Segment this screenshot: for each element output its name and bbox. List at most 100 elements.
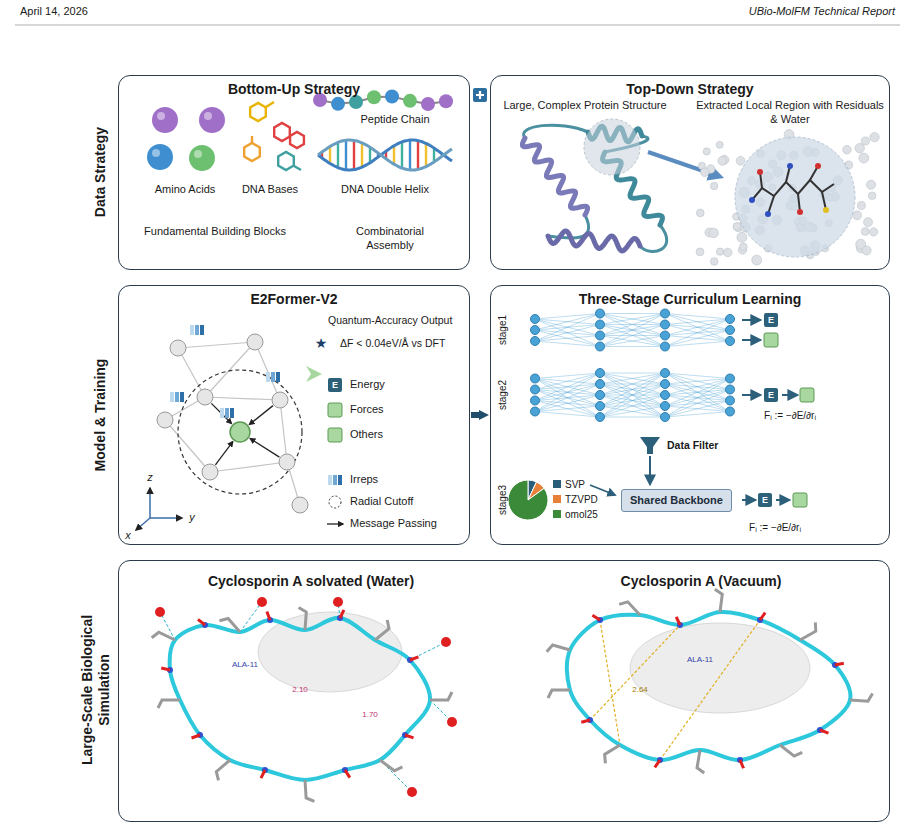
network-neuron [596,331,605,340]
carbonyl-bond [192,735,200,738]
amino-acid-sphere [199,107,225,133]
amino-acid-sphere [152,107,178,133]
helix-rung [417,141,419,170]
network-neuron [726,374,735,383]
network-neuron [596,380,605,389]
irreps-bar [175,392,179,402]
text-label: UBio-MolFM Technical Report [749,5,895,18]
network-neuron [596,413,605,422]
text-label: E [764,390,778,401]
box-label: Shared Backbone [630,494,723,507]
graph-edge [165,420,210,472]
water-molecule [857,201,865,209]
legend-text: omol25 [565,509,598,520]
text-label: Fundamental Building Blocks [140,225,290,238]
water-molecule [861,228,869,236]
panel-title: Three-Stage Curriculum Learning [491,291,889,308]
text-label: Radial Cutoff [350,495,413,508]
water-oxygen [155,607,165,617]
text-label: z [144,471,156,484]
atom [757,169,763,175]
text-label: stage2 [497,370,509,420]
legend-entry: TZVPD [553,494,598,506]
axis-x [136,518,150,530]
water-molecule [716,141,723,148]
sphere-highlight [157,112,165,120]
star-symbol: ★ [315,335,328,351]
sphere-highlight [204,112,212,120]
text-label: Others [350,428,383,441]
network-link [600,373,665,395]
forces-icon [764,333,778,347]
text-label: Amino Acids [140,183,230,196]
text-label: Combinatorial Assembly [335,225,445,251]
water-molecule [853,211,862,220]
atom [823,207,829,213]
graph-node [279,454,295,470]
text-label: 2.64 [625,685,655,695]
network-link [665,319,730,347]
side-chain [697,750,704,773]
carbonyl-bond [676,617,680,625]
network-link [600,417,665,418]
text-label: stage1 [497,305,509,355]
network-neuron [726,407,735,416]
filter-arrow [649,456,651,484]
network-link [600,373,665,384]
network-link [600,373,665,406]
irreps-bar [195,325,199,335]
output-arrow [782,394,797,396]
network-link [600,314,665,347]
panel: Three-Stage Curriculum LearningShared Ba… [490,285,890,545]
water-molecule [718,156,727,165]
legend-swatch [553,495,561,503]
legend-entry: omol25 [553,509,598,521]
peptide-backbone [170,618,430,780]
radial-cutoff [178,370,302,494]
energy-icon [328,378,342,392]
network-neuron [531,337,540,346]
irreps-bar [200,325,204,335]
carbonyl-bond [820,730,828,733]
text-label: Fᵢ := −∂E/∂rᵢ [715,410,865,422]
network-link [600,336,665,347]
graph-node [247,334,263,350]
network-neuron [661,391,670,400]
peptide-bead [403,94,417,108]
axis-y [150,517,182,519]
network-neuron [661,320,670,329]
water-molecule [696,248,704,256]
irreps-bar [180,392,184,402]
energy-icon [758,493,772,507]
text-label: Forces [350,403,384,416]
network-link [535,390,600,418]
network-neuron [726,385,735,394]
water-molecule [870,133,879,142]
side-chain [548,690,570,698]
graph-node [272,392,288,408]
peptide-backbone [567,612,851,760]
helix-rung [425,143,427,166]
message-arrow [250,438,279,457]
side-chain [375,620,389,640]
network-link [600,313,665,314]
water-oxygen [333,597,343,607]
carbonyl-bond [405,735,414,738]
message-icon [327,523,343,524]
network-link [535,325,600,342]
irreps-bar [338,475,342,485]
text-label: stage3 [497,475,509,525]
network-neuron [661,380,670,389]
output-arrow [742,339,760,341]
network-link [535,319,600,347]
side-chain [547,645,570,652]
water-molecule [700,168,709,177]
text-label: E [328,380,342,391]
network-link [535,384,600,412]
intramolecular-hbond [600,620,620,745]
water-molecule [739,243,747,251]
graph-node [157,412,173,428]
network-neuron [726,337,735,346]
network-neuron [596,402,605,411]
network-neuron [726,315,735,324]
